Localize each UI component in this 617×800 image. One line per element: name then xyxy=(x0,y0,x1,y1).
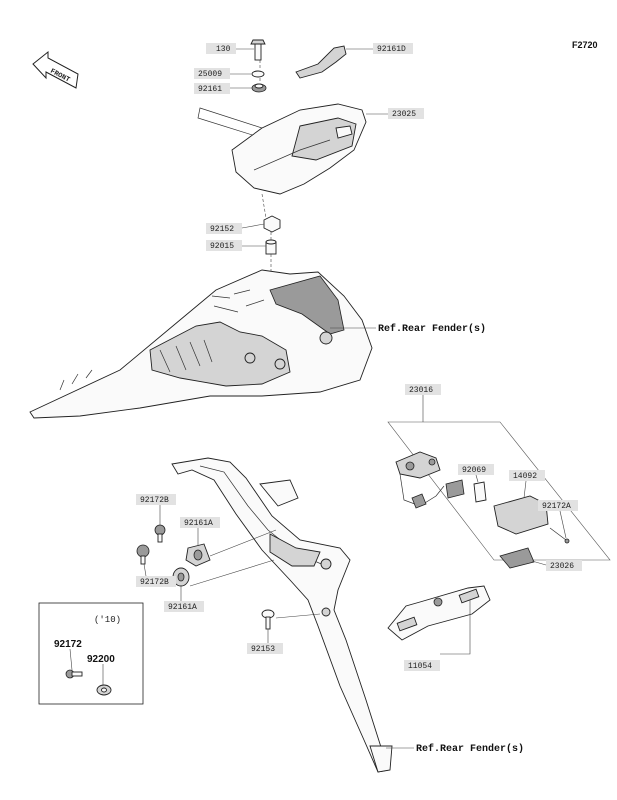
svg-text:23026: 23026 xyxy=(550,562,574,571)
svg-text:23025: 23025 xyxy=(392,110,416,119)
part-label-92153: 92153 xyxy=(247,629,283,654)
part-label-25009: 25009 xyxy=(194,68,251,79)
figure-code: F2720 xyxy=(572,40,598,50)
bulb-92069-part xyxy=(473,481,487,503)
part-label-92161A-top: 92161A xyxy=(180,517,220,545)
screw-92153-part xyxy=(261,609,275,630)
license-bracket-part xyxy=(171,457,393,773)
part-label-23016: 23016 xyxy=(405,384,441,422)
gasket-23026-part xyxy=(499,547,535,569)
plate-holder-11054-part xyxy=(387,585,491,641)
rear-fender-part xyxy=(29,269,373,419)
grommet-92161A-top-part xyxy=(185,543,211,567)
svg-text:23016: 23016 xyxy=(409,386,433,395)
bolt-130-part xyxy=(254,43,262,61)
part-label-14092: 14092 xyxy=(509,470,545,499)
bolt-92172B-top-part xyxy=(154,524,166,543)
bracket-92161D-part xyxy=(295,45,347,79)
lens-14092-part xyxy=(493,495,549,535)
part-label-11054: 11054 xyxy=(404,660,440,671)
seat-cowl-assembly xyxy=(197,39,367,276)
part-label-92069: 92069 xyxy=(458,464,494,483)
part-label-92161D: 92161D xyxy=(346,43,413,54)
part-label-23026: 23026 xyxy=(531,560,582,571)
part-label-23025: 23025 xyxy=(366,108,424,119)
part-label-92172A: 92172A xyxy=(538,500,578,539)
svg-text:14092: 14092 xyxy=(513,472,537,481)
svg-text:92161: 92161 xyxy=(198,85,222,94)
washer-25009-part xyxy=(251,70,265,78)
part-label-92172B-bottom: 92172B xyxy=(136,563,176,587)
front-arrow-icon: FRONT xyxy=(32,50,79,89)
svg-text:92172B: 92172B xyxy=(140,496,169,505)
part-label-92152: 92152 xyxy=(206,223,265,234)
svg-text:92153: 92153 xyxy=(251,645,275,654)
svg-text:25009: 25009 xyxy=(198,70,222,79)
inset-part-92172: 92172 xyxy=(54,639,82,650)
svg-text:92152: 92152 xyxy=(210,225,234,234)
svg-text:92161D: 92161D xyxy=(377,45,406,54)
bolt-92172B-bottom-part xyxy=(136,544,150,565)
part-label-92161: 92161 xyxy=(194,83,252,94)
svg-text:11054: 11054 xyxy=(408,662,432,671)
inset-box-2010: ('10) 92172 92200 xyxy=(38,602,144,705)
part-label-92015: 92015 xyxy=(206,240,266,251)
license-light-assembly xyxy=(387,421,611,569)
inset-part-92200: 92200 xyxy=(87,654,115,665)
svg-text:92172B: 92172B xyxy=(140,578,169,587)
ref-rear-fender-lower: Ref.Rear Fender(s) xyxy=(416,743,524,755)
inset-year: ('10) xyxy=(94,615,121,625)
part-label-92172B-top: 92172B xyxy=(136,494,176,525)
svg-text:92172A: 92172A xyxy=(542,502,571,511)
svg-text:130: 130 xyxy=(216,45,231,54)
part-label-92161A-bottom: 92161A xyxy=(164,586,204,612)
svg-text:92015: 92015 xyxy=(210,242,234,251)
svg-text:92069: 92069 xyxy=(462,466,486,475)
ref-rear-fender-upper: Ref.Rear Fender(s) xyxy=(378,323,486,335)
svg-text:92161A: 92161A xyxy=(168,603,197,612)
part-label-130: 130 xyxy=(206,43,254,54)
svg-text:92161A: 92161A xyxy=(184,519,213,528)
nut-92152-part xyxy=(263,215,281,233)
